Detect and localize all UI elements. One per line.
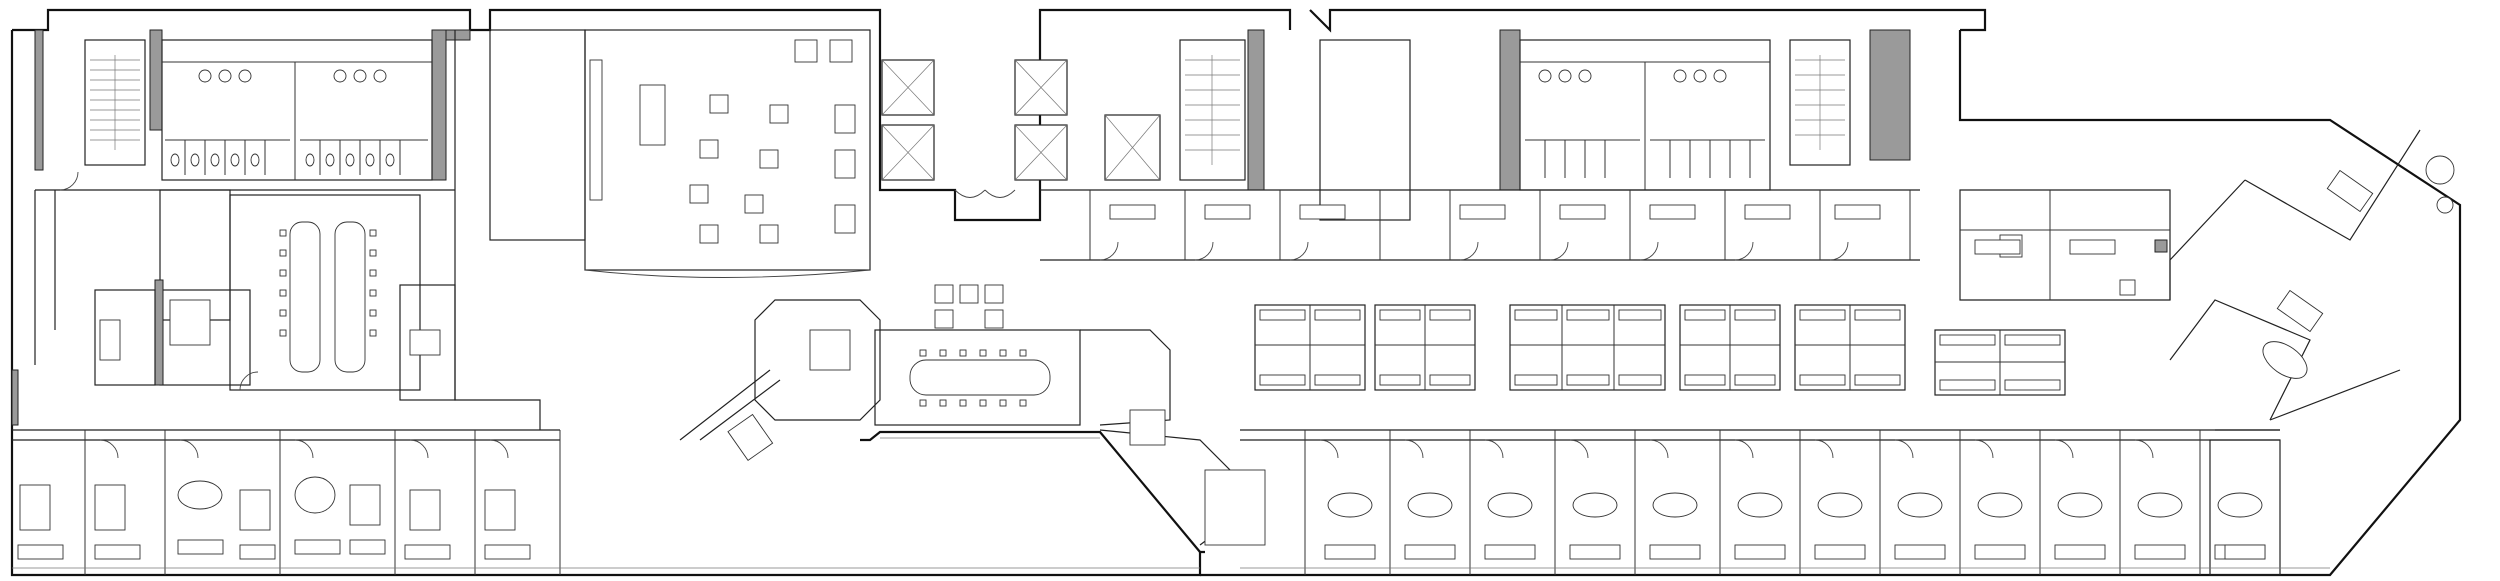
central-conference xyxy=(679,284,1261,546)
toilet-stalls xyxy=(165,139,428,175)
office-furniture xyxy=(17,476,531,560)
west-perimeter-offices xyxy=(11,369,561,575)
central-elevators xyxy=(881,59,1161,198)
north-offices xyxy=(1040,189,1920,261)
sink-row xyxy=(198,69,387,83)
cluster-d xyxy=(1679,304,1781,391)
cluster-f xyxy=(1934,329,2066,396)
east-wing xyxy=(1959,129,2455,576)
wc-fixtures xyxy=(170,153,395,167)
west-restrooms xyxy=(161,39,433,181)
door-swings xyxy=(59,171,2154,459)
west-stair xyxy=(84,39,146,166)
reception-seating xyxy=(934,284,1004,329)
cluster-e xyxy=(1794,304,1906,391)
cluster-a xyxy=(1254,304,1366,391)
west-boardroom xyxy=(94,189,456,401)
south-offices xyxy=(1204,429,2280,575)
cluster-c xyxy=(1509,304,1666,391)
cluster-b xyxy=(1374,304,1476,391)
cafe-tables xyxy=(689,94,856,244)
west-core xyxy=(34,29,541,430)
cafe-lounge xyxy=(489,29,871,278)
center-east-core xyxy=(1179,29,1911,221)
exterior-walls xyxy=(10,8,2462,577)
workstations xyxy=(1254,304,2066,396)
window-mullions xyxy=(12,437,2330,569)
